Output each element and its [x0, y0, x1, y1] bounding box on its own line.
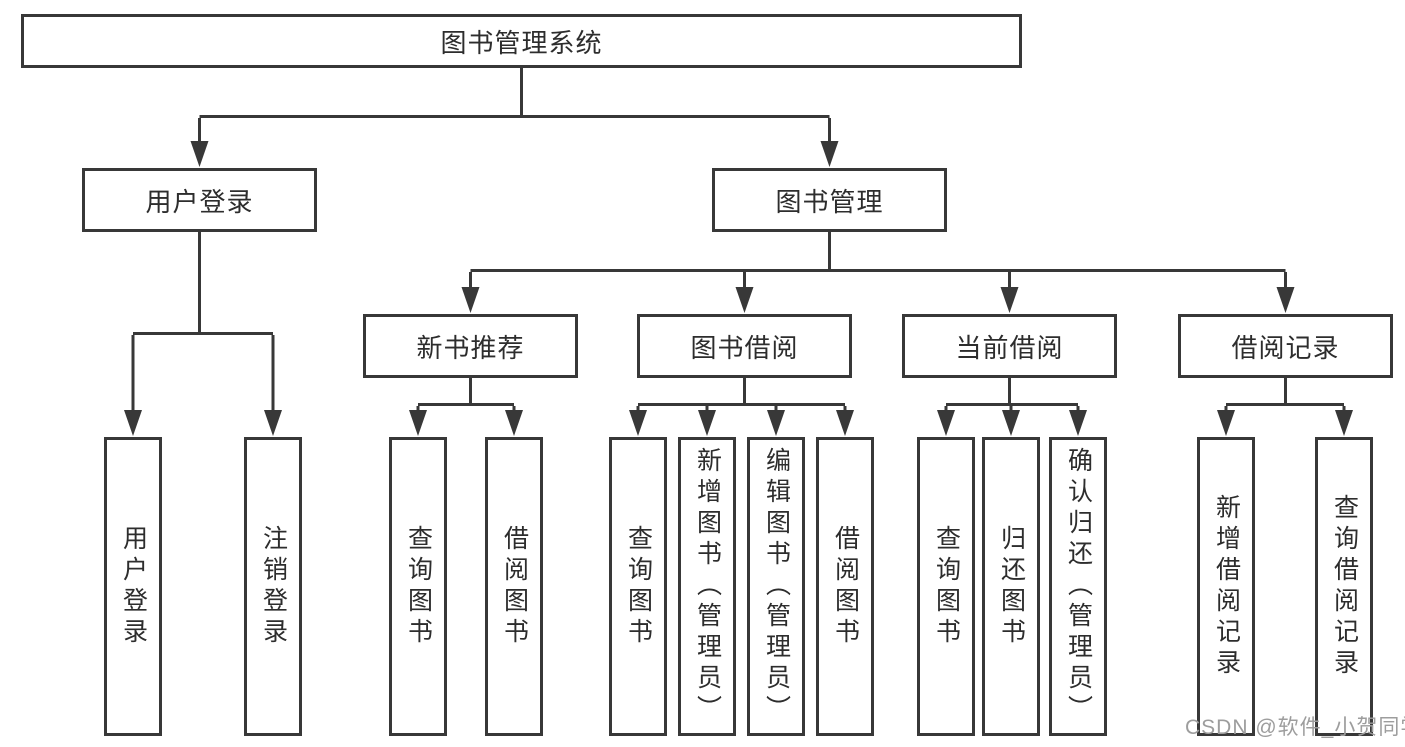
- leaf-confirm-return-admin: 确认归还（管理员）: [1049, 437, 1107, 736]
- leaf-add-borrow-record: 新增借阅记录: [1197, 437, 1255, 736]
- leaf-label: 用户登录: [119, 524, 148, 649]
- node-label: 图书管理系统: [440, 27, 603, 58]
- node-label: 图书借阅: [690, 332, 799, 363]
- node-label: 借阅记录: [1231, 332, 1340, 363]
- connector-book-borrow-children: [629, 377, 854, 436]
- node-user-login: 用户登录: [82, 168, 317, 232]
- leaf-query-books-recommend: 查询图书: [389, 437, 447, 736]
- leaf-query-books-current: 查询图书: [917, 437, 975, 736]
- node-label: 图书管理: [775, 186, 884, 217]
- leaf-label: 查询图书: [932, 524, 961, 649]
- leaf-user-login: 用户登录: [104, 437, 162, 736]
- leaf-add-books-admin: 新增图书（管理员）: [678, 437, 736, 736]
- leaf-borrow-books: 借阅图书: [816, 437, 874, 736]
- leaf-label: 查询图书: [404, 524, 433, 649]
- leaf-label: 新增图书（管理员）: [693, 447, 722, 726]
- node-label: 用户登录: [145, 186, 254, 217]
- leaf-query-borrow-record: 查询借阅记录: [1315, 437, 1373, 736]
- connector-book-mgmt-to-level3: [461, 231, 1295, 313]
- leaf-label: 确认归还（管理员）: [1064, 447, 1093, 726]
- connector-root-to-level2: [190, 67, 839, 167]
- leaf-return-books: 归还图书: [982, 437, 1040, 736]
- connector-user-login-children: [124, 231, 282, 436]
- csdn-watermark: CSDN @软件_小贺同学: [1185, 716, 1405, 739]
- node-new-book-recommend: 新书推荐: [363, 314, 578, 378]
- node-borrow-record: 借阅记录: [1178, 314, 1393, 378]
- leaf-edit-books-admin: 编辑图书（管理员）: [747, 437, 805, 736]
- leaf-label: 新增借阅记录: [1212, 493, 1241, 680]
- node-book-borrow: 图书借阅: [637, 314, 852, 378]
- node-book-management: 图书管理: [712, 168, 947, 232]
- leaf-label: 借阅图书: [500, 524, 529, 649]
- node-label: 新书推荐: [416, 332, 525, 363]
- connector-new-book-children: [409, 377, 523, 436]
- leaf-query-books-borrow: 查询图书: [609, 437, 667, 736]
- leaf-logout: 注销登录: [244, 437, 302, 736]
- leaf-label: 查询借阅记录: [1330, 493, 1359, 680]
- connector-borrow-record-children: [1217, 377, 1353, 436]
- leaf-label: 借阅图书: [831, 524, 860, 649]
- node-root-library-system: 图书管理系统: [21, 14, 1022, 68]
- node-label: 当前借阅: [955, 332, 1064, 363]
- leaf-label: 归还图书: [997, 524, 1026, 649]
- leaf-label: 查询图书: [624, 524, 653, 649]
- leaf-label: 注销登录: [259, 524, 288, 649]
- leaf-label: 编辑图书（管理员）: [762, 447, 791, 726]
- connector-current-borrow-children: [937, 377, 1087, 436]
- leaf-borrow-books-recommend: 借阅图书: [485, 437, 543, 736]
- node-current-borrow: 当前借阅: [902, 314, 1117, 378]
